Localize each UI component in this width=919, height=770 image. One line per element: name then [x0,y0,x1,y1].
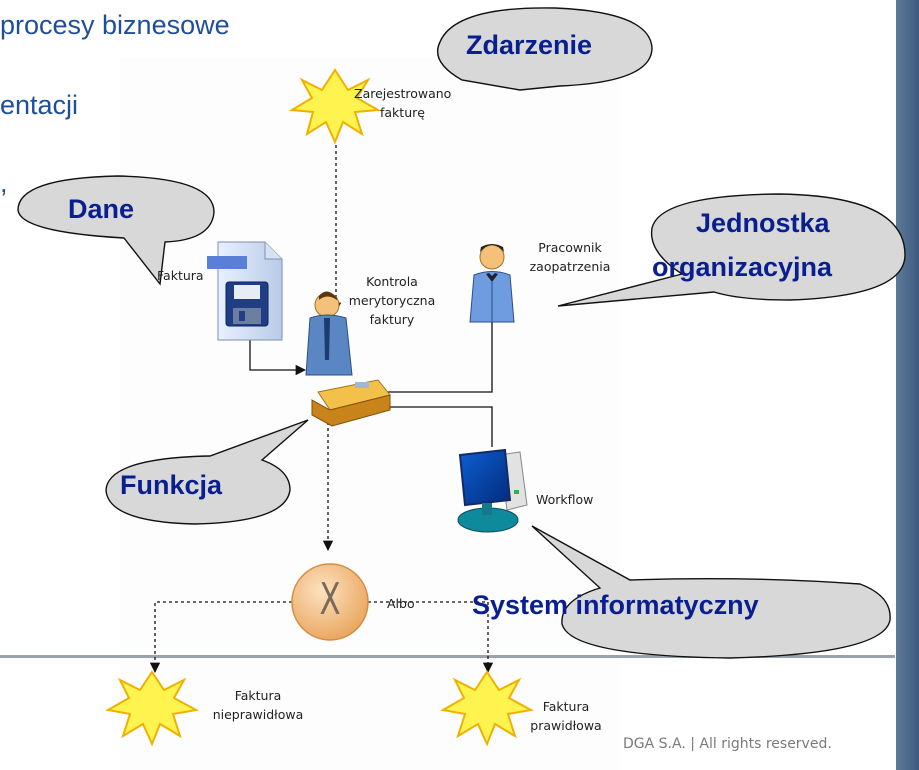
event-left-line-2: nieprawidłowa [212,707,304,722]
callout-dane-shape [17,175,215,286]
callout-organizacyjna: organizacyjna [652,252,833,282]
event-top-label: Zarejestrowano fakturę [354,84,474,122]
slide-sidebar [896,0,919,770]
callout-zdarzenie: Zdarzenie [466,30,593,60]
slide-line-2: entacji [0,90,79,120]
event-right-label: Faktura prawidłowa [526,697,606,735]
data-label: Faktura [157,268,204,283]
connector-lines [149,145,494,674]
callout-bubbles [17,7,906,659]
callout-system: System informatyczny [472,590,759,620]
callout-org-shape [557,193,906,307]
starburst-event-icon [288,68,382,145]
system-label: Workflow [536,492,594,507]
event-right-line-2: prawidłowa [530,718,602,733]
callout-funkcja: Funkcja [120,470,223,500]
slide-line-1: procesy biznesowe [0,10,230,40]
event-top-line-1: Zarejestrowano [354,86,452,101]
callout-jednostka: Jednostka [696,208,830,238]
starburst-event-icon [440,670,534,747]
callout-dane: Dane [68,194,135,224]
document-floppy-icon [207,241,283,341]
xor-label: Albo [387,596,415,611]
role-line-1: Pracownik [538,240,602,255]
slide-line-3: , [0,168,8,198]
event-left-line-1: Faktura [234,688,282,703]
function-line-2: merytoryczna [348,293,436,308]
footer-copyright: DGA S.A. | All rights reserved. [623,736,832,752]
role-line-2: zaopatrzenia [529,259,611,274]
xor-connector-icon [291,563,369,641]
callout-funkcja-shape [105,419,309,525]
clerk-at-desk-icon [305,291,391,427]
function-line-1: Kontrola [366,274,418,289]
businessman-icon [469,244,515,323]
role-label: Pracownik zaopatrzenia [520,238,620,276]
event-left-label: Faktura nieprawidłowa [198,686,318,724]
event-top-line-2: fakturę [380,105,425,120]
divider-line [0,655,895,658]
function-label: Kontrola merytoryczna faktury [342,272,442,329]
callout-system-shape [531,525,891,659]
starburst-event-icon [105,670,199,747]
xor-symbol: X [319,574,341,625]
callout-zdarzenie-shape [436,7,653,91]
function-line-3: faktury [369,312,415,327]
computer-workstation-icon [457,448,528,533]
event-right-line-1: Faktura [542,699,590,714]
